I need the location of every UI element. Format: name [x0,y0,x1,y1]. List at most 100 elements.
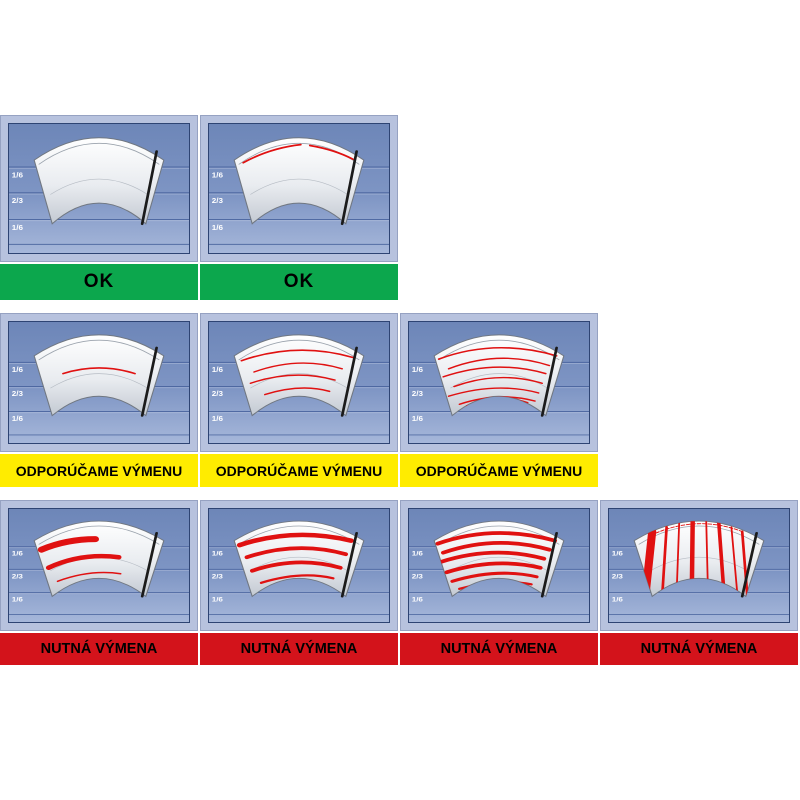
windshield-illustration: 1/6 2/3 1/6 [8,321,190,444]
wiper-blade [540,346,558,417]
zone-label-top: 1/6 [12,170,24,179]
zone-label-bottom: 1/6 [612,595,623,603]
wiper-cell-recommend-2: 1/6 2/3 1/6 ODPORÚČAME VÝMENU [200,313,398,487]
wiper-cell-recommend-1: 1/6 2/3 1/6 ODPORÚČAME VÝMENU [0,313,198,487]
wear-streak [740,530,749,597]
status-label: ODPORÚČAME VÝMENU [415,462,583,479]
wiper-cell-required-3: 1/6 2/3 1/6 NUTNÁ VÝMENA [400,500,598,665]
wear-streak [62,367,136,375]
wear-streak [244,546,349,560]
status-bar: NUTNÁ VÝMENA [0,633,198,665]
status-bar: ODPORÚČAME VÝMENU [200,454,398,487]
windshield-panel: 1/6 2/3 1/6 [200,115,398,262]
status-bar: ODPORÚČAME VÝMENU [0,454,198,487]
windshield-illustration: 1/6 2/3 1/6 [8,123,190,254]
zone-label-middle: 2/3 [212,390,223,398]
wiper-blade [140,346,158,417]
wiped-area [33,334,165,417]
wiper-wear-chart: 1/6 2/3 1/6 OK [0,115,798,678]
wear-streaks-group [236,532,354,584]
wiper-cell-ok-2: 1/6 2/3 1/6 OK [200,115,398,300]
zone-label-top: 1/6 [412,365,423,373]
wear-streak [453,376,544,388]
wear-streak [437,346,558,360]
windshield-panel: 1/6 2/3 1/6 [600,500,798,631]
wiped-area-inner-edge [38,339,160,361]
wear-streaks-group [37,536,122,583]
wiper-cell-required-4: 1/6 2/3 1/6 NUTNÁ VÝMENA [600,500,798,665]
zone-label-middle: 2/3 [412,390,423,398]
wiped-area [33,137,165,225]
wear-streak [37,536,99,553]
wear-streak [439,550,547,564]
zone-label-bottom: 1/6 [212,415,223,423]
zone-label-top: 1/6 [412,549,423,557]
row-ok: 1/6 2/3 1/6 OK [0,115,798,300]
status-label: OK [83,271,115,292]
wear-streak [450,571,539,583]
row-recommend: 1/6 2/3 1/6 ODPORÚČAME VÝMENU [0,313,798,487]
zone-label-bottom: 1/6 [12,595,23,603]
zone-label-middle: 2/3 [12,196,24,205]
zone-label-middle: 2/3 [12,572,23,580]
wiped-area [433,334,565,417]
wiped-area-crease [50,178,148,195]
status-bar: OK [200,264,398,300]
status-label: OK [283,271,315,292]
zone-label-middle: 2/3 [12,390,23,398]
wiped-area-crease [650,557,748,572]
zone-label-bottom: 1/6 [212,223,224,232]
windshield-panel: 1/6 2/3 1/6 [0,500,198,631]
windshield-panel: 1/6 2/3 1/6 [200,313,398,452]
wiped-area [233,137,365,225]
wear-streak [442,366,547,378]
status-bar: NUTNÁ VÝMENA [400,633,598,665]
wear-streak [236,532,354,548]
wiped-area-crease [250,373,348,389]
windshield-illustration: 1/6 2/3 1/6 [408,508,590,623]
wear-streak [655,523,743,534]
wiped-area-inner-edge [438,339,560,361]
wiped-area-crease [50,373,148,389]
status-label: ODPORÚČAME VÝMENU [15,462,183,479]
wear-streak [240,349,354,362]
wear-streak [242,143,302,164]
wear-streak [447,387,540,397]
zone-label-bottom: 1/6 [412,415,423,423]
wear-streak [444,561,543,575]
wiped-area-crease [450,373,548,389]
wiper-cell-ok-1: 1/6 2/3 1/6 OK [0,115,198,300]
wiper-blade [140,150,158,226]
windshield-panel: 1/6 2/3 1/6 [0,115,198,262]
zone-label-top: 1/6 [212,170,224,179]
zone-label-top: 1/6 [212,365,223,373]
status-label: NUTNÁ VÝMENA [40,641,158,657]
zone-label-middle: 2/3 [212,196,224,205]
wear-streak [253,362,344,373]
wear-streaks-group [242,143,354,164]
status-bar: OK [0,264,198,300]
zone-label-bottom: 1/6 [212,595,223,603]
wiper-blade [540,531,558,598]
zone-label-top: 1/6 [612,549,623,557]
windshield-panel: 1/6 2/3 1/6 [0,313,198,452]
wear-streaks-group [240,349,354,396]
zone-label-bottom: 1/6 [12,415,23,423]
status-bar: NUTNÁ VÝMENA [600,633,798,665]
windshield-illustration: 1/6 2/3 1/6 [8,508,190,623]
wiper-blade [340,346,358,417]
windshield-illustration: 1/6 2/3 1/6 [208,321,390,444]
wiper-blade [140,531,158,598]
wear-streak [435,531,558,546]
zone-label-middle: 2/3 [612,572,623,580]
row-required: 1/6 2/3 1/6 NUTNÁ VÝMENA [0,500,798,665]
wiper-cell-required-2: 1/6 2/3 1/6 NUTNÁ VÝMENA [200,500,398,665]
status-label: NUTNÁ VÝMENA [640,641,758,657]
status-label: NUTNÁ VÝMENA [440,641,558,657]
zone-label-middle: 2/3 [412,572,423,580]
wear-streak [660,525,668,597]
wear-streak [259,574,335,584]
windshield-illustration: 1/6 2/3 1/6 [608,508,790,623]
windshield-illustration: 1/6 2/3 1/6 [208,123,390,254]
status-bar: ODPORÚČAME VÝMENU [400,454,598,487]
